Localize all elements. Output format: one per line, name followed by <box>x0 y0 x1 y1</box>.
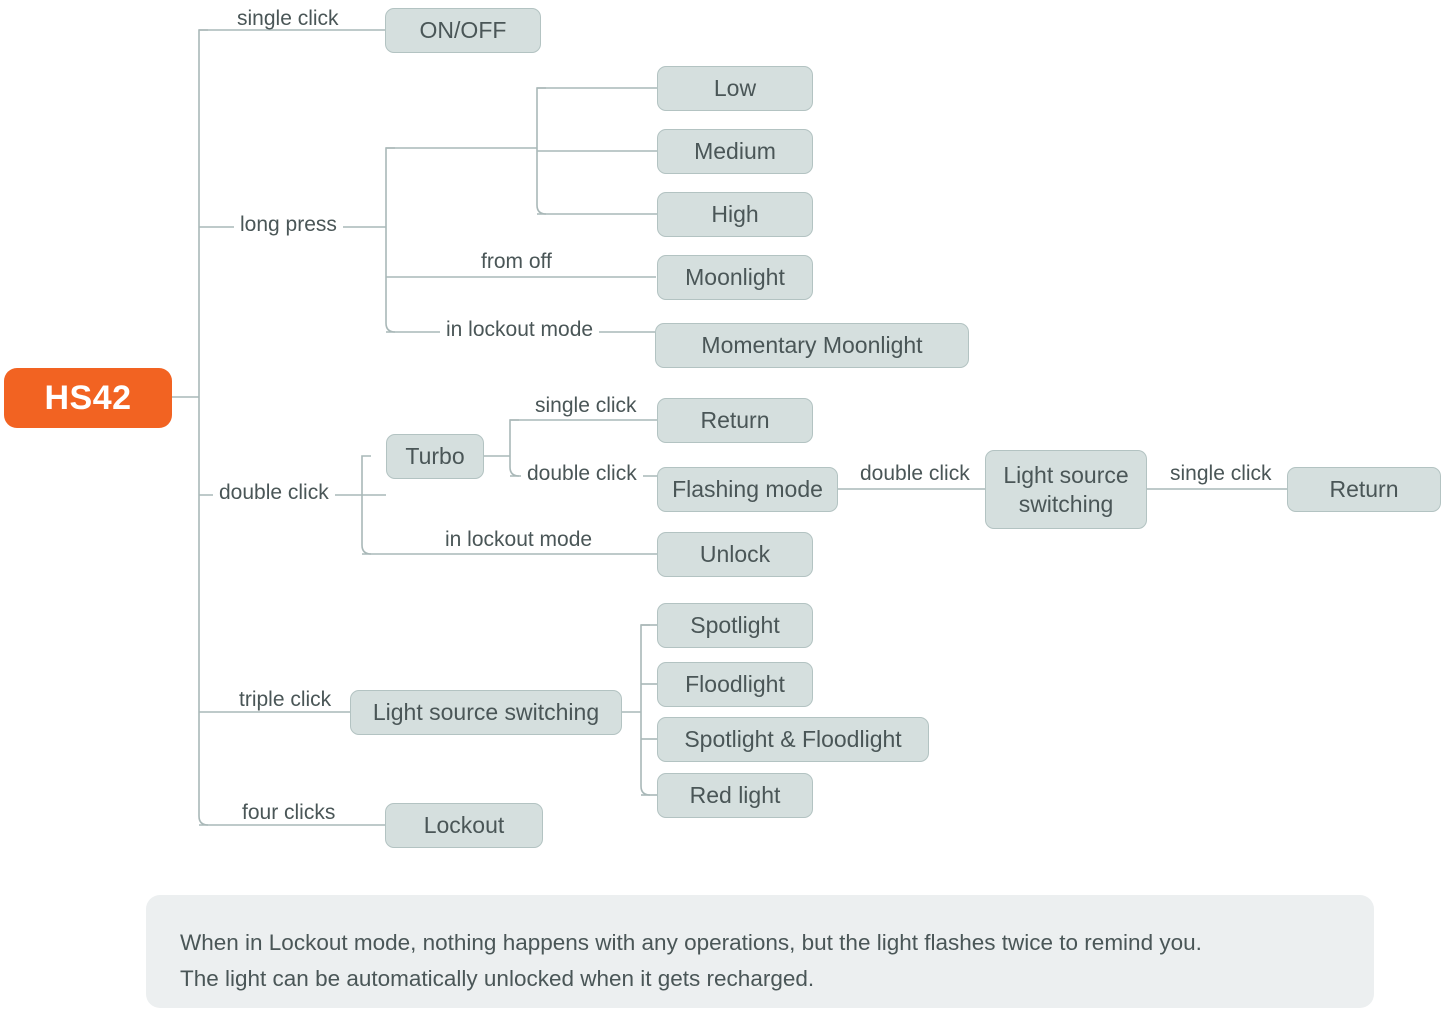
node-label-line-1: Light source <box>1003 461 1129 488</box>
node-label-line-2: switching <box>1018 490 1114 517</box>
edge-label-in-lockout-mode-doubleclick: in lockout mode <box>439 529 599 550</box>
node-lockout[interactable]: Lockout <box>385 803 543 848</box>
edge-label-single-click-return2: single click <box>1164 463 1278 484</box>
node-medium[interactable]: Medium <box>657 129 813 174</box>
node-low[interactable]: Low <box>657 66 813 111</box>
node-momentary-moonlight[interactable]: Momentary Moonlight <box>655 323 969 368</box>
node-flashing-mode[interactable]: Flashing mode <box>657 467 838 512</box>
root-node-hs42[interactable]: HS42 <box>4 368 172 428</box>
node-floodlight[interactable]: Floodlight <box>657 662 813 707</box>
node-light-source-switching-triple[interactable]: Light source switching <box>350 690 622 735</box>
node-unlock[interactable]: Unlock <box>657 532 813 577</box>
note-line-2: The light can be automatically unlocked … <box>180 966 815 992</box>
edge-label-in-lockout-mode-longpress: in lockout mode <box>440 319 600 340</box>
node-high[interactable]: High <box>657 192 813 237</box>
node-light-source-switching-from-flashing[interactable]: Light source switching <box>985 450 1147 529</box>
node-moonlight[interactable]: Moonlight <box>657 255 813 300</box>
node-return-from-turbo[interactable]: Return <box>657 398 813 443</box>
edge-label-double-click-turbo: double click <box>213 482 335 503</box>
edge-label-single-click-return1: single click <box>529 395 643 416</box>
node-spotlight[interactable]: Spotlight <box>657 603 813 648</box>
node-on-off[interactable]: ON/OFF <box>385 8 541 53</box>
edge-label-triple-click: triple click <box>233 689 338 710</box>
node-turbo[interactable]: Turbo <box>386 434 484 479</box>
note-line-1: When in Lockout mode, nothing happens wi… <box>180 930 1202 955</box>
edge-label-long-press: long press <box>234 214 343 235</box>
edge-label-double-click-light-source: double click <box>854 463 976 484</box>
lockout-note: When in Lockout mode, nothing happens wi… <box>146 895 1374 1008</box>
node-red-light[interactable]: Red light <box>657 773 813 818</box>
edge-label-four-clicks: four clicks <box>236 802 342 823</box>
edge-label-from-off: from off <box>475 251 558 272</box>
node-return-from-light-source[interactable]: Return <box>1287 467 1441 512</box>
node-spotlight-and-floodlight[interactable]: Spotlight & Floodlight <box>657 717 929 762</box>
edge-label-double-click-flashing: double click <box>521 463 643 484</box>
edge-label-single-click-onoff: single click <box>231 8 345 29</box>
